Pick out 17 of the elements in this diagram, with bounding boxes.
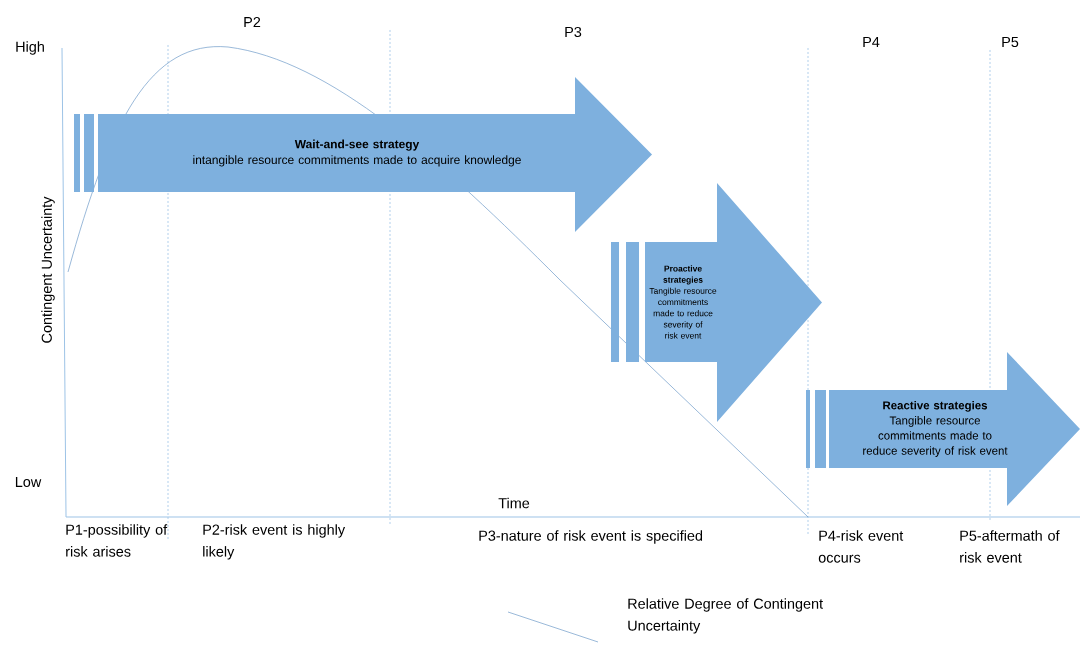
strategy-block: Wait-and-see strategy intangible resource commitments made to acquire knowledge [74,77,652,232]
axis-title: Time [498,497,530,509]
axis-title: Contingent Uncertainty [41,196,55,343]
period-description: P3-nature of risk event is specified [479,530,703,544]
period-description: P2-risk event is highly likely [203,524,346,560]
period-label: P3 [565,26,582,38]
period-label: P5 [1002,36,1019,48]
period-label: P4 [863,37,880,47]
period-description: P1-possibility of risk arises [66,524,168,557]
period-description: P4-risk event occurs [818,530,904,563]
legend-text: Relative Degree of Contingent Uncertainty [628,598,823,634]
strategy-block: Reactive strategies Tangible resource commitments made to reduce severity of risk event [806,352,1080,506]
strategy-block: Proactive strategies Tangible resource commitments made to reduce severity of risk event [611,183,822,422]
period-label: P2 [244,16,261,28]
period-description: P5-aftermath of risk event [960,530,1060,563]
axis-level-label: High [16,41,44,55]
axis-level-label: Low [15,476,42,488]
